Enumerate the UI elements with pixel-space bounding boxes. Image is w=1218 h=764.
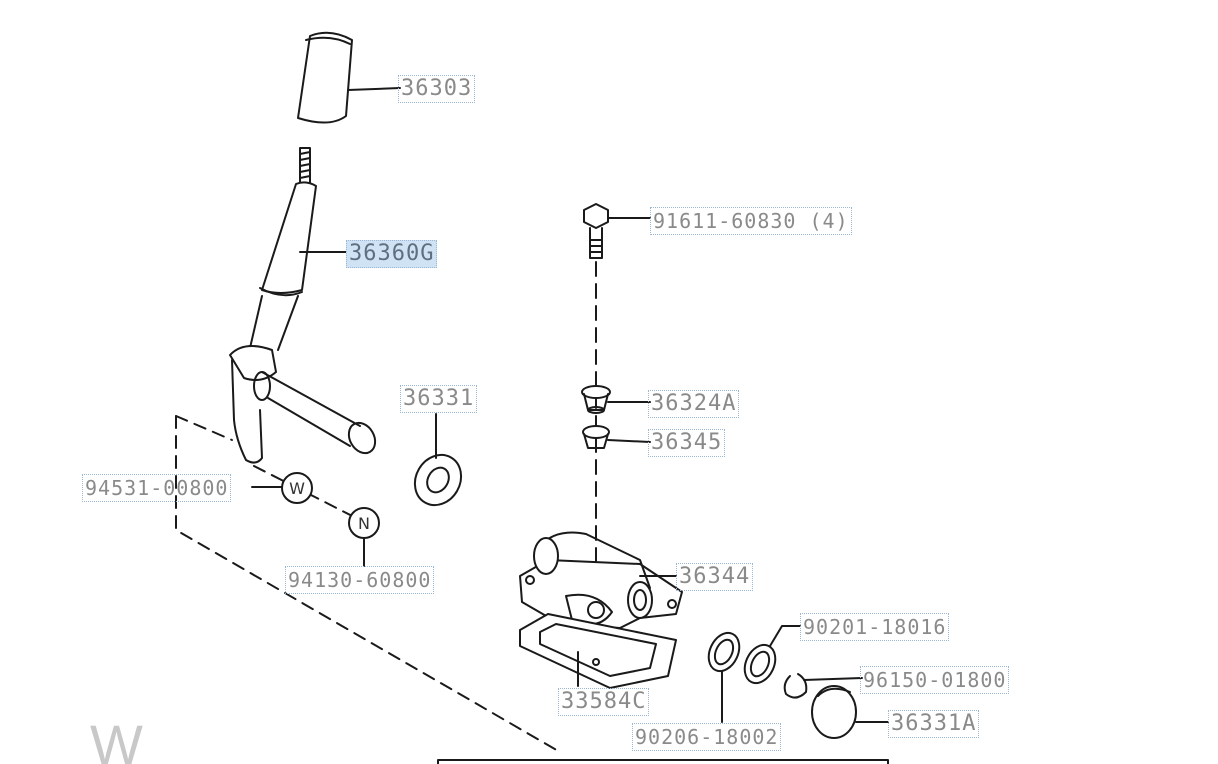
- shift-lever-drawing: [229, 147, 377, 464]
- label-seal[interactable]: 36331: [400, 385, 478, 413]
- label-nut[interactable]: 94130-60800: [285, 566, 435, 594]
- leader-ring-a: [769, 625, 801, 647]
- bushing-a-drawing: [581, 385, 611, 414]
- label-gasket[interactable]: 33584C: [558, 688, 650, 716]
- label-bolt[interactable]: 91611-60830 (4): [650, 207, 852, 235]
- cap-drawing: [811, 685, 857, 739]
- bottom-frame-edge: [437, 759, 889, 764]
- label-ring-b[interactable]: 90206-18002: [632, 723, 782, 751]
- leader-bushing-b: [607, 439, 651, 443]
- label-knob[interactable]: 36303: [398, 75, 476, 103]
- label-bushing-b[interactable]: 36345: [648, 429, 726, 457]
- bolt-drawing: [583, 203, 609, 259]
- seal-drawing: [413, 453, 463, 507]
- watermark-letter: W: [90, 713, 143, 764]
- washer-badge-circle: [281, 472, 313, 504]
- ring-a-drawing: [743, 643, 777, 685]
- clip-drawing: [783, 673, 808, 699]
- washer-badge-letter: W: [289, 479, 305, 498]
- label-bushing-a[interactable]: 36324A: [648, 390, 740, 418]
- housing-drawing: [519, 531, 683, 629]
- label-cap[interactable]: 36331A: [888, 710, 980, 738]
- nut-badge-letter: N: [358, 514, 370, 533]
- label-housing[interactable]: 36344: [676, 563, 754, 591]
- bushing-b-drawing: [582, 425, 610, 449]
- gasket-drawing: [519, 613, 677, 689]
- ring-b-drawing: [707, 631, 741, 673]
- label-washer[interactable]: 94531-00800: [82, 474, 232, 502]
- label-lever[interactable]: 36360G: [346, 240, 438, 268]
- label-clip[interactable]: 96150-01800: [860, 666, 1010, 694]
- shift-knob-drawing: [297, 31, 353, 124]
- label-ring-a[interactable]: 90201-18016: [800, 613, 950, 641]
- leader-clip: [803, 677, 863, 681]
- leader-knob: [347, 87, 401, 91]
